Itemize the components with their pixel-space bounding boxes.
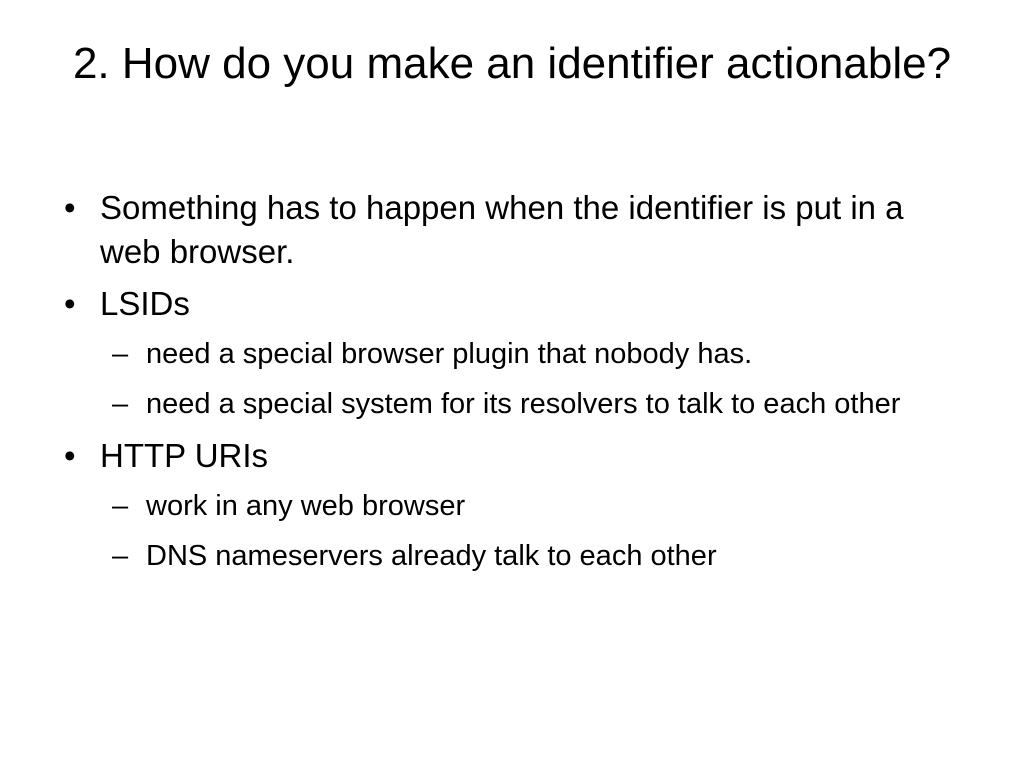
bullet-item: • LSIDs bbox=[60, 282, 960, 326]
sub-bullet-text: DNS nameservers already talk to each oth… bbox=[146, 540, 717, 572]
bullet-text: Something has to happen when the identif… bbox=[100, 189, 904, 270]
sub-bullet-item: – work in any web browser bbox=[60, 486, 960, 526]
bullet-text: HTTP URIs bbox=[100, 437, 269, 474]
bullet-item: • Something has to happen when the ident… bbox=[60, 186, 960, 274]
bullet-marker: • bbox=[64, 437, 76, 474]
sub-bullet-marker: – bbox=[112, 490, 129, 522]
sub-bullet-item: – DNS nameservers already talk to each o… bbox=[60, 536, 960, 576]
sub-bullet-text: need a special system for its resolvers … bbox=[146, 388, 901, 420]
sub-bullet-marker: – bbox=[112, 540, 129, 572]
bullet-marker: • bbox=[64, 189, 76, 226]
sub-bullet-marker: – bbox=[112, 338, 129, 370]
sub-bullet-item: – need a special system for its resolver… bbox=[60, 384, 960, 424]
slide-title: 2. How do you make an identifier actiona… bbox=[72, 39, 952, 88]
bullet-text: LSIDs bbox=[100, 285, 190, 322]
sub-bullet-marker: – bbox=[112, 388, 129, 420]
bullet-item: • HTTP URIs bbox=[60, 434, 960, 478]
sub-bullet-text: work in any web browser bbox=[146, 490, 466, 522]
sub-bullet-text: need a special browser plugin that nobod… bbox=[146, 338, 753, 370]
sub-bullet-item: – need a special browser plugin that nob… bbox=[60, 334, 960, 374]
slide-content: • Something has to happen when the ident… bbox=[60, 186, 960, 586]
bullet-marker: • bbox=[64, 285, 76, 322]
